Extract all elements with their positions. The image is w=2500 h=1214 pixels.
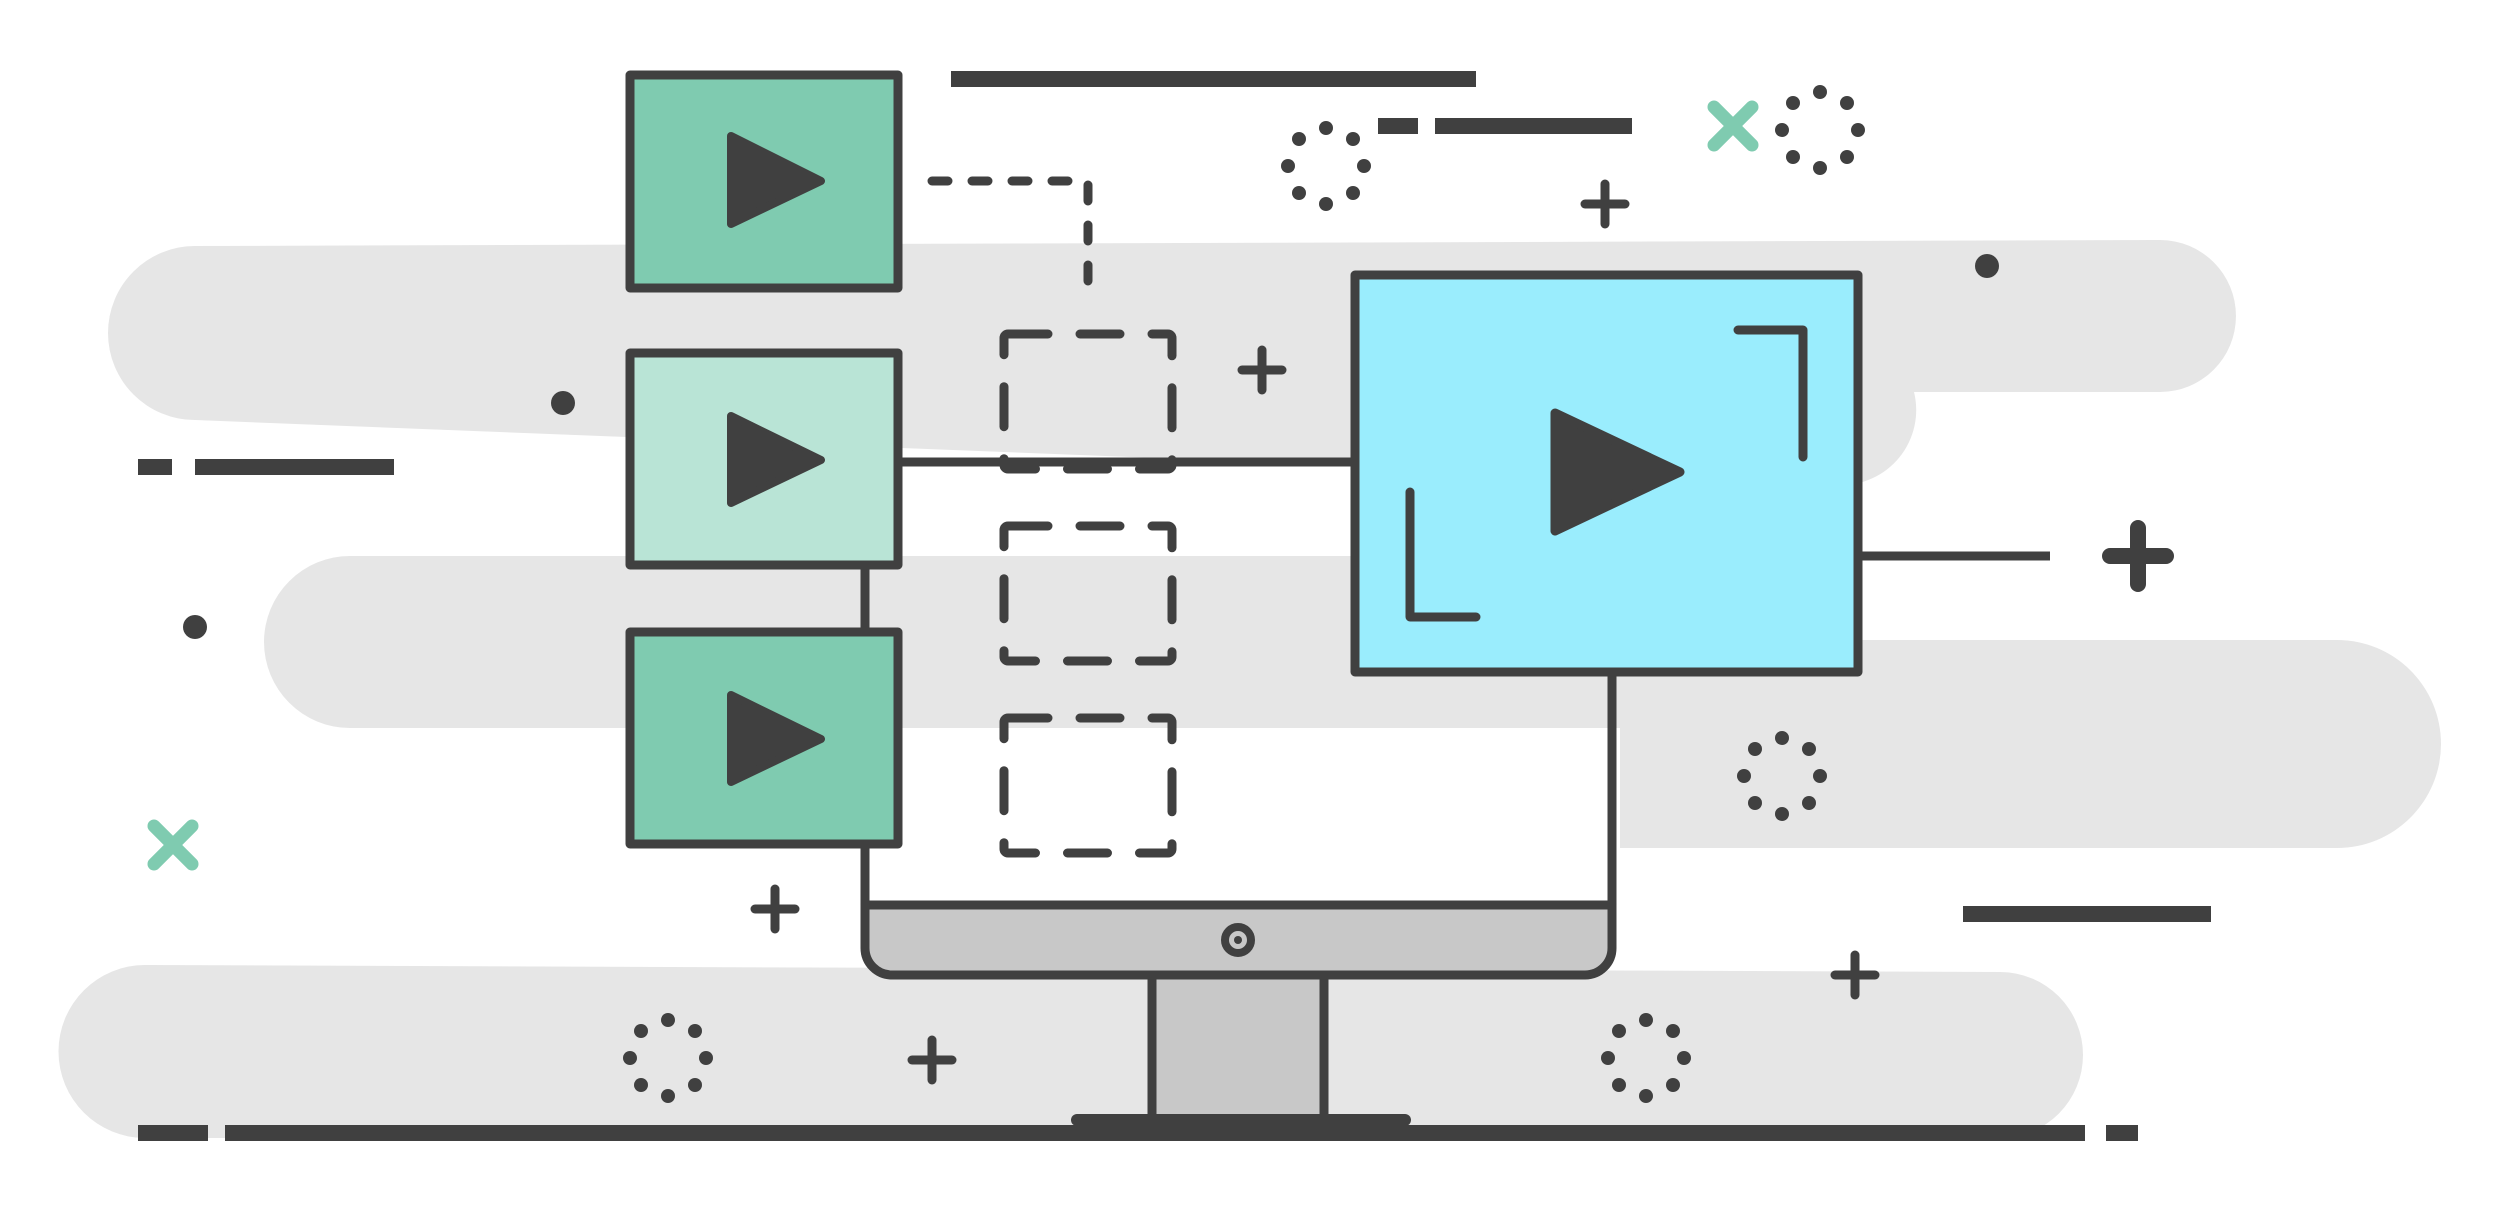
thumbnail-3: [625, 627, 903, 849]
cloud-band-top: [108, 240, 2236, 486]
dot-ring-icon: [1281, 121, 1371, 211]
x-mark-icon: [1714, 107, 1752, 145]
corner-bracket-top-right: [1733, 325, 1808, 462]
thumbnail-2: [625, 348, 903, 570]
placeholder-slot-2: [999, 521, 1177, 666]
x-mark-icon: [154, 826, 192, 864]
monitor-stand: [1071, 970, 1411, 1126]
cloud-band-right: [1620, 640, 2441, 848]
plus-icon: [2110, 528, 2166, 584]
plus-icon: [755, 889, 795, 929]
cloud-band-bottom: [58, 965, 2083, 1138]
play-icon: [1550, 408, 1685, 536]
dot-icon: [551, 391, 575, 415]
cloud-band-middle: [264, 556, 1700, 728]
main-screen: [1350, 270, 1863, 677]
dash-lines: [138, 71, 2211, 1141]
placeholder-slot-1: [999, 329, 1177, 474]
thumbnail-1: [625, 70, 903, 293]
dots: [183, 254, 1999, 639]
dashed-connector: [927, 176, 1093, 310]
plus-icon: [1585, 184, 1625, 224]
monitor-power-button-icon: [1221, 923, 1255, 957]
dot-icon: [1975, 254, 1999, 278]
play-icon: [727, 691, 825, 786]
monitor-neck: [1147, 970, 1329, 1125]
play-icon: [727, 412, 825, 507]
monitor: [860, 900, 1617, 980]
placeholder-slots: [999, 329, 1177, 858]
corner-bracket-bottom-left: [1405, 487, 1481, 622]
dot-ring-icon: [1775, 85, 1865, 175]
connector-lines: [860, 457, 2050, 910]
placeholder-slot-3: [999, 713, 1177, 858]
play-icon: [727, 132, 825, 228]
dot-icon: [183, 615, 207, 639]
